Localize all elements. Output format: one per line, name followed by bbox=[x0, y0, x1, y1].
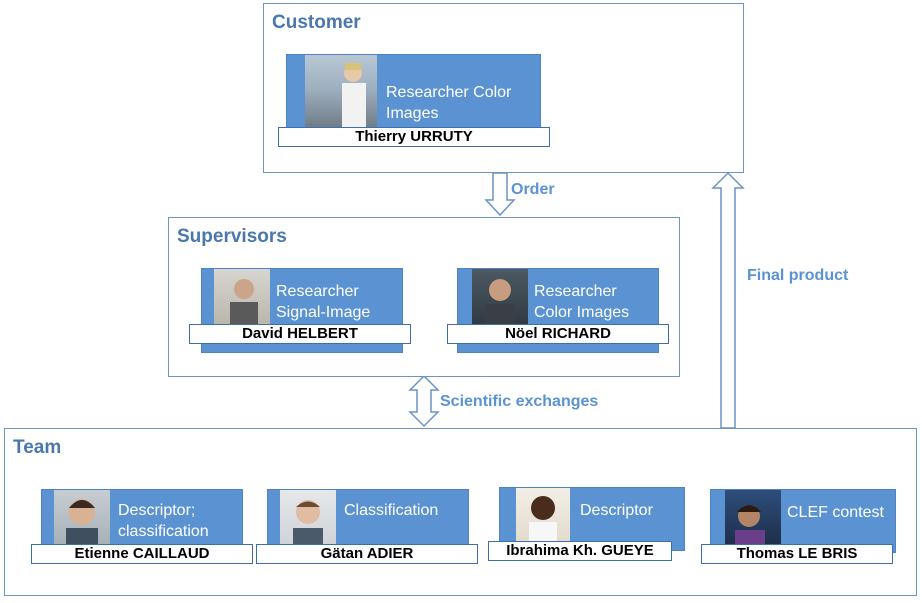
person-name: Ibrahima Kh. GUEYE bbox=[506, 542, 654, 559]
person-silhouette-icon bbox=[342, 63, 366, 128]
order-arrow bbox=[484, 172, 516, 217]
team-title: Team bbox=[13, 437, 62, 458]
name-plate: David HELBERT bbox=[189, 324, 411, 344]
person-silhouette-icon bbox=[230, 279, 258, 327]
order-label: Order bbox=[511, 181, 555, 198]
role-label: Researcher Color Images bbox=[386, 84, 512, 122]
person-silhouette-icon bbox=[529, 496, 557, 542]
final-product-arrow bbox=[711, 171, 745, 429]
name-plate: Etienne CAILLAUD bbox=[31, 544, 253, 564]
person-photo bbox=[280, 490, 336, 546]
person-silhouette-icon bbox=[485, 279, 515, 327]
person-photo bbox=[54, 490, 110, 546]
customer-title: Customer bbox=[272, 12, 361, 33]
supervisors-group: Supervisors Researcher Signal-Image Davi… bbox=[168, 217, 680, 377]
person-photo bbox=[305, 55, 377, 128]
role-label: Descriptor bbox=[580, 502, 653, 519]
name-plate: Thomas LE BRIS bbox=[701, 544, 893, 564]
person-name: Thierry URRUTY bbox=[355, 128, 473, 145]
person-silhouette-icon bbox=[66, 499, 98, 546]
name-plate: Thierry URRUTY bbox=[278, 127, 550, 147]
name-plate: Nöel RICHARD bbox=[447, 324, 669, 344]
role-label: Researcher Color Images bbox=[534, 283, 630, 321]
person-name: Etienne CAILLAUD bbox=[74, 545, 210, 562]
person-name: Thomas LE BRIS bbox=[736, 545, 858, 562]
name-plate: Ibrahima Kh. GUEYE bbox=[488, 541, 672, 561]
role-label: Researcher Signal-Image bbox=[276, 283, 371, 321]
role-label: Descriptor; classification bbox=[118, 502, 209, 540]
person-photo bbox=[516, 488, 570, 542]
customer-group: Customer Researcher Color Images Thierry… bbox=[263, 3, 744, 173]
person-name: Nöel RICHARD bbox=[505, 325, 611, 342]
team-card: Descriptor; classification bbox=[41, 489, 243, 553]
team-group: Team Descriptor; classification Etienne … bbox=[4, 428, 917, 596]
person-silhouette-icon bbox=[293, 500, 323, 546]
person-silhouette-icon bbox=[735, 505, 765, 546]
role-label: CLEF contest bbox=[787, 504, 884, 521]
final-product-label: Final product bbox=[747, 267, 849, 284]
team-card: Descriptor bbox=[499, 487, 685, 551]
scientific-exchanges-label: Scientific exchanges bbox=[440, 393, 599, 410]
person-name: David HELBERT bbox=[242, 325, 358, 342]
team-card: Classification bbox=[267, 489, 469, 553]
name-plate: Gätan ADIER bbox=[256, 544, 478, 564]
person-photo bbox=[725, 490, 781, 546]
scientific-exchanges-arrow bbox=[408, 374, 440, 428]
person-photo bbox=[214, 269, 270, 327]
team-card: CLEF contest bbox=[710, 489, 896, 553]
supervisors-title: Supervisors bbox=[177, 226, 287, 247]
role-label: Classification bbox=[344, 502, 439, 519]
person-photo bbox=[472, 269, 528, 327]
person-name: Gätan ADIER bbox=[320, 545, 414, 562]
